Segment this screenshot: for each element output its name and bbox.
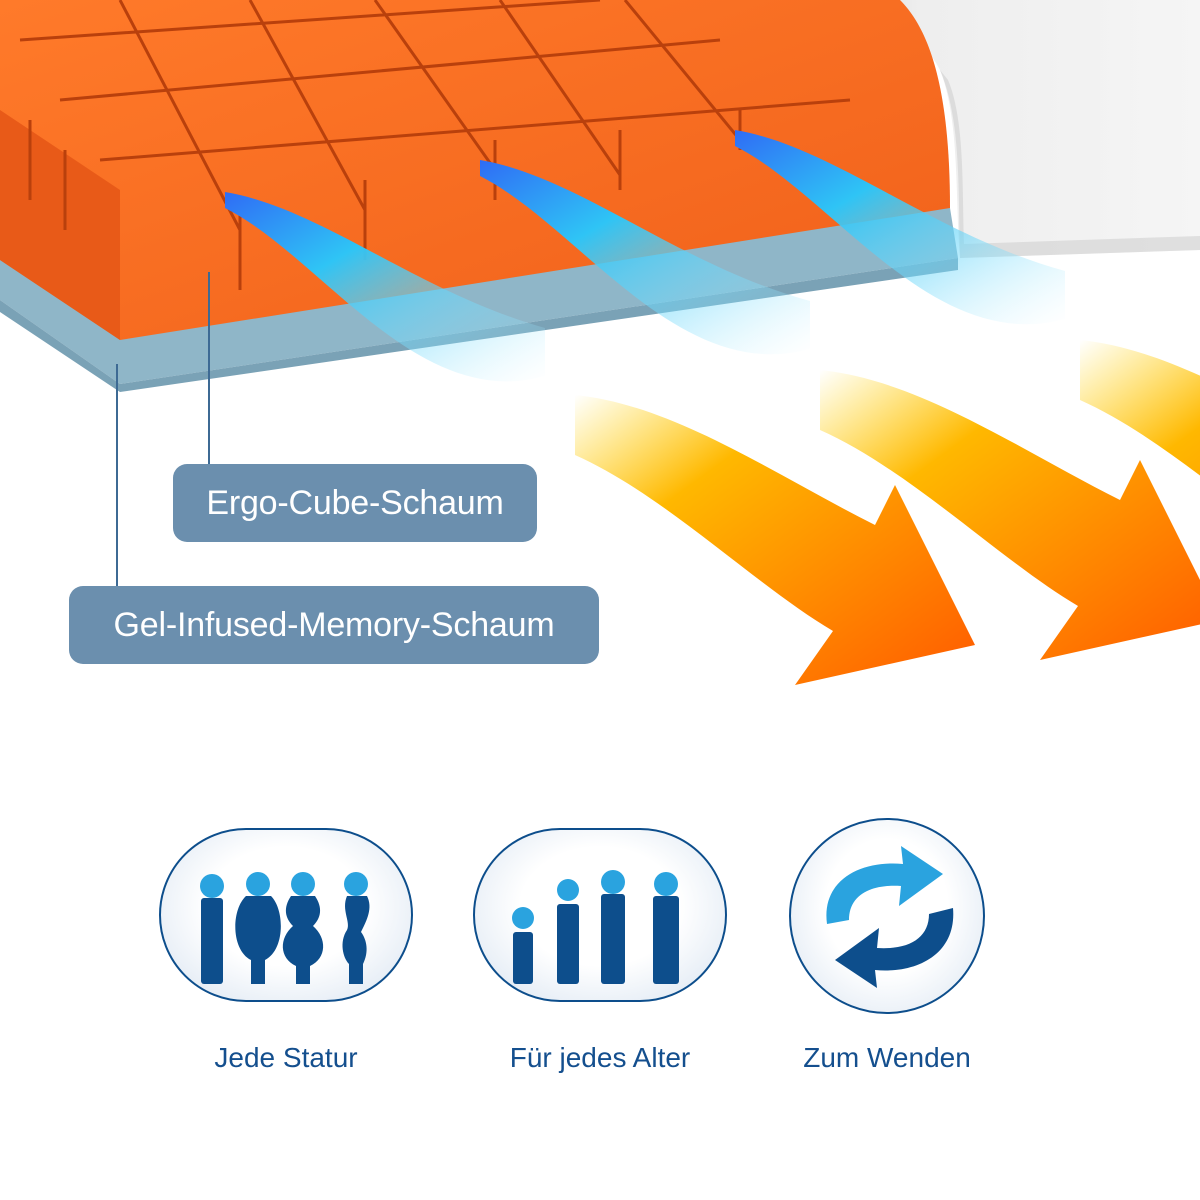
flip-badge bbox=[789, 818, 985, 1014]
feature-body-types: Jede Statur bbox=[156, 828, 416, 1072]
feature-caption-alter: Für jedes Alter bbox=[509, 1042, 691, 1073]
age-groups-icon bbox=[512, 870, 679, 984]
warm-arrow-1 bbox=[575, 395, 975, 685]
age-groups-badge bbox=[473, 828, 727, 1002]
cool-stream-3 bbox=[735, 130, 1065, 325]
mattress-illustration bbox=[0, 0, 1200, 685]
warm-air-streams bbox=[575, 340, 1200, 685]
body-types-icon bbox=[200, 872, 370, 984]
flip-arrows-icon bbox=[826, 846, 954, 988]
feature-flip: Zum Wenden bbox=[757, 818, 1017, 1073]
cool-stream-2 bbox=[480, 160, 810, 355]
warm-arrow-3 bbox=[1080, 340, 1200, 476]
cool-stream-1 bbox=[225, 192, 545, 382]
gel-memory-label: Gel-Infused-Memory-Schaum bbox=[69, 586, 599, 664]
ergo-cube-label: Ergo-Cube-Schaum bbox=[173, 464, 537, 542]
body-types-badge bbox=[159, 828, 413, 1002]
cool-air-streams bbox=[225, 130, 1065, 382]
feature-age-groups: Für jedes Alter bbox=[470, 828, 730, 1072]
feature-caption-statur: Jede Statur bbox=[214, 1042, 358, 1073]
cube-foam-layer bbox=[0, 0, 950, 340]
feature-caption-wenden: Zum Wenden bbox=[803, 1042, 971, 1073]
mattress-cover bbox=[800, 0, 1200, 258]
warm-arrow-2 bbox=[820, 370, 1200, 660]
